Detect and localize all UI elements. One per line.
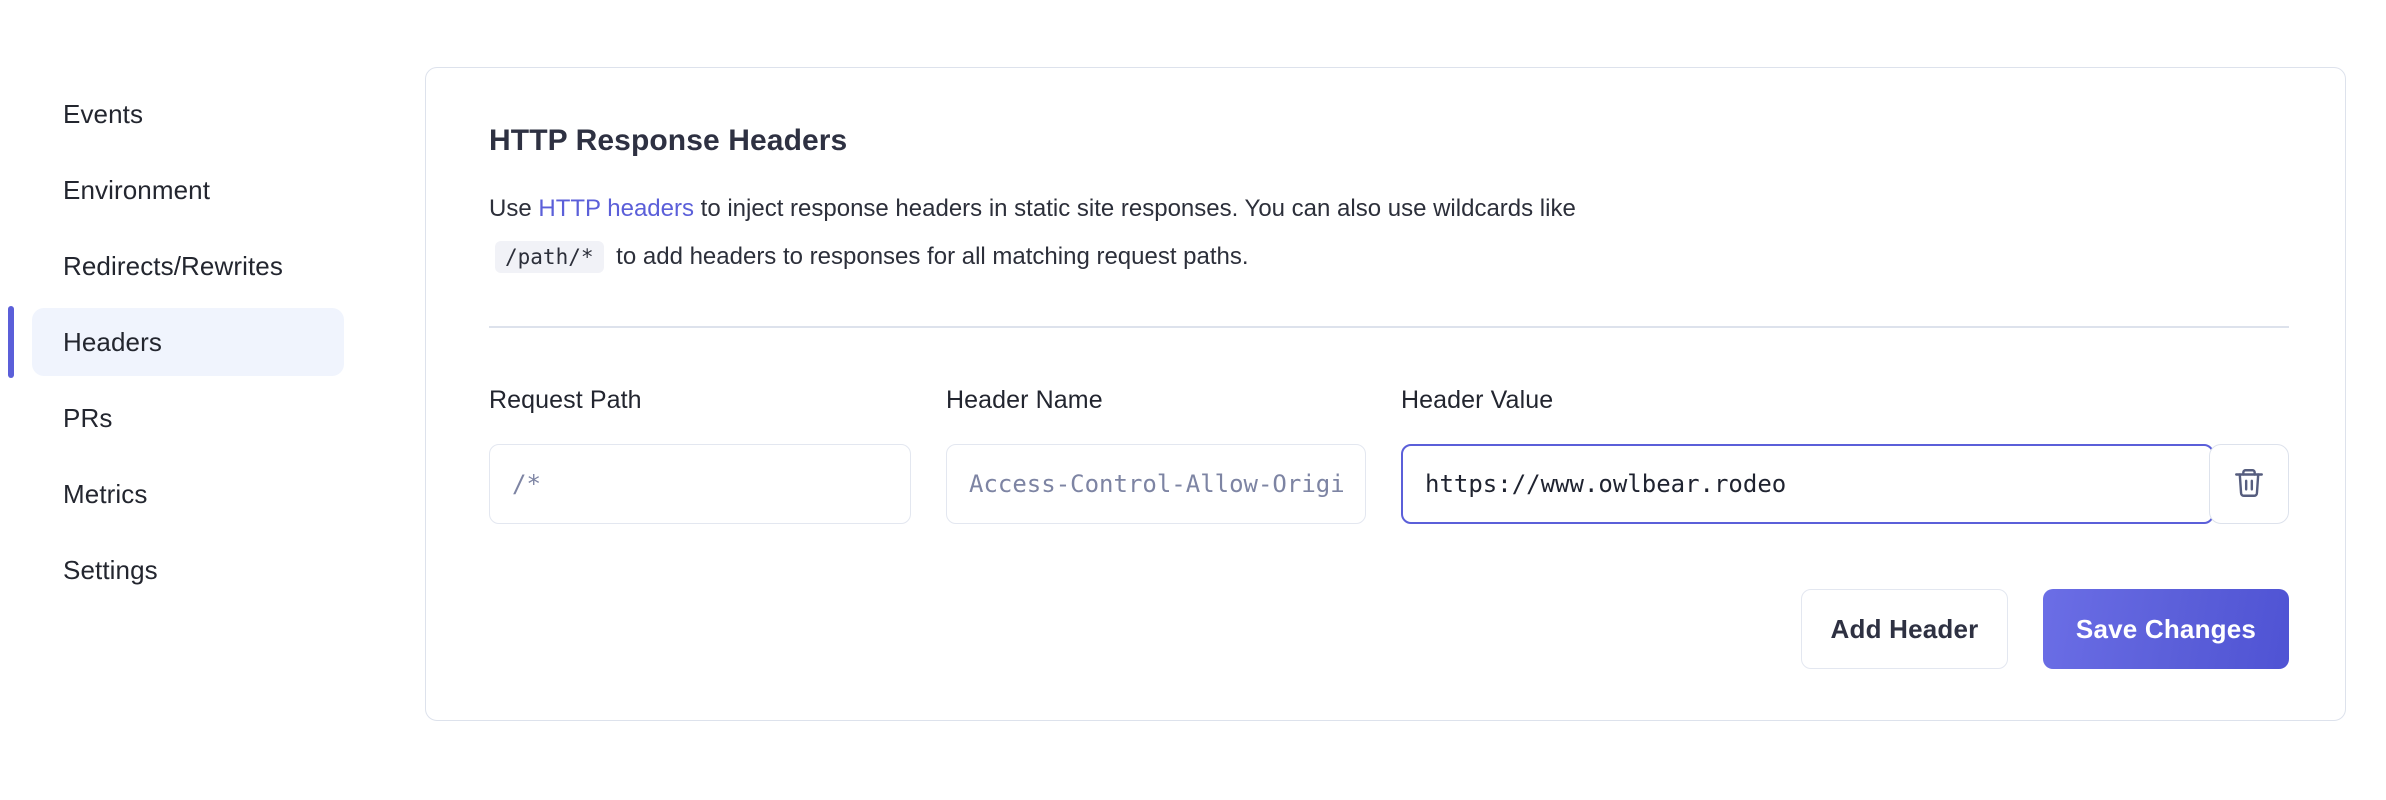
http-response-headers-card: HTTP Response Headers Use HTTP headers t… — [425, 67, 2346, 721]
request-path-input[interactable] — [489, 444, 911, 524]
sidebar-item-metrics[interactable]: Metrics — [0, 456, 360, 532]
sidebar-item-label: PRs — [63, 402, 113, 433]
sidebar-item-events[interactable]: Events — [0, 76, 360, 152]
trash-icon — [2232, 465, 2266, 504]
card-actions: Add Header Save Changes — [426, 589, 2345, 669]
card-description: Use HTTP headers to inject response head… — [489, 185, 1649, 281]
nav-active-indicator — [8, 534, 14, 606]
description-text-middle: to inject response headers in static sit… — [693, 195, 1576, 222]
nav-active-indicator — [8, 78, 14, 150]
header-name-input[interactable] — [946, 444, 1366, 524]
page-title: HTTP Response Headers — [489, 124, 848, 157]
header-name-label: Header Name — [946, 386, 1103, 414]
sidebar-item-headers[interactable]: Headers — [0, 304, 360, 380]
sidebar-item-label: Headers — [63, 326, 162, 357]
path-wildcard-code: /path/* — [495, 241, 604, 273]
sidebar-item-prs[interactable]: PRs — [0, 380, 360, 456]
nav-highlight — [32, 308, 344, 376]
nav-active-indicator — [8, 306, 14, 378]
sidebar-item-environment[interactable]: Environment — [0, 152, 360, 228]
nav-active-indicator — [8, 230, 14, 302]
nav-active-indicator — [8, 154, 14, 226]
section-divider — [489, 326, 2289, 328]
description-text-lead: Use — [489, 195, 539, 222]
http-headers-link[interactable]: HTTP headers — [538, 195, 694, 222]
sidebar-item-label: Environment — [63, 174, 211, 205]
sidebar-item-settings[interactable]: Settings — [0, 532, 360, 608]
header-value-input[interactable] — [1401, 444, 2214, 524]
nav-active-indicator — [8, 458, 14, 530]
delete-header-button[interactable] — [2209, 444, 2289, 524]
sidebar-item-label: Redirects/Rewrites — [63, 250, 283, 281]
sidebar-item-label: Events — [63, 98, 144, 129]
nav-active-indicator — [8, 382, 14, 454]
settings-sidebar: Events Environment Redirects/Rewrites He… — [0, 76, 360, 608]
request-path-label: Request Path — [489, 386, 642, 414]
description-text-tail: to add headers to responses for all matc… — [609, 243, 1249, 270]
sidebar-item-label: Settings — [63, 554, 158, 585]
add-header-button[interactable]: Add Header — [1801, 589, 2008, 669]
sidebar-item-redirects-rewrites[interactable]: Redirects/Rewrites — [0, 228, 360, 304]
sidebar-item-label: Metrics — [63, 478, 148, 509]
header-value-label: Header Value — [1401, 386, 1554, 414]
save-changes-button[interactable]: Save Changes — [2043, 589, 2289, 669]
